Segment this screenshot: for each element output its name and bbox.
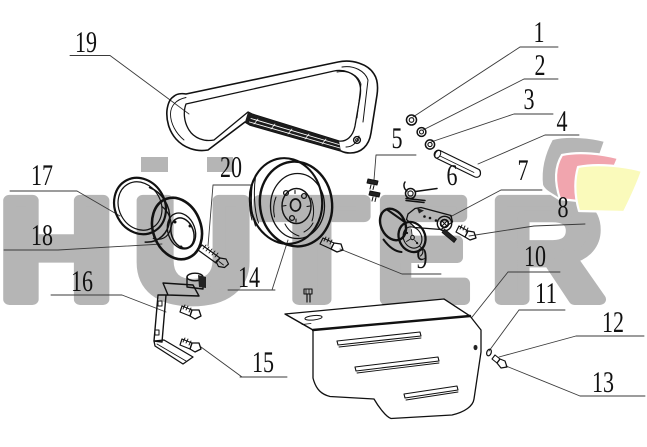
svg-text:5: 5: [392, 122, 403, 155]
svg-text:10: 10: [524, 240, 546, 273]
svg-text:19: 19: [75, 26, 97, 59]
svg-text:17: 17: [31, 159, 53, 192]
svg-text:11: 11: [535, 277, 557, 310]
svg-text:3: 3: [524, 83, 535, 116]
svg-text:9: 9: [417, 242, 428, 275]
svg-text:12: 12: [602, 306, 624, 339]
svg-text:6: 6: [447, 159, 458, 192]
svg-text:15: 15: [252, 346, 274, 379]
svg-text:13: 13: [592, 366, 614, 399]
svg-text:18: 18: [31, 219, 53, 252]
svg-text:U: U: [133, 170, 253, 330]
svg-text:16: 16: [71, 265, 93, 298]
svg-text:7: 7: [518, 154, 529, 187]
svg-text:1: 1: [534, 16, 545, 49]
svg-text:14: 14: [238, 261, 260, 294]
svg-text:2: 2: [535, 49, 546, 82]
svg-text:T: T: [258, 170, 365, 330]
svg-text:4: 4: [557, 105, 568, 138]
svg-text:8: 8: [558, 191, 569, 224]
svg-text:20: 20: [220, 151, 242, 184]
